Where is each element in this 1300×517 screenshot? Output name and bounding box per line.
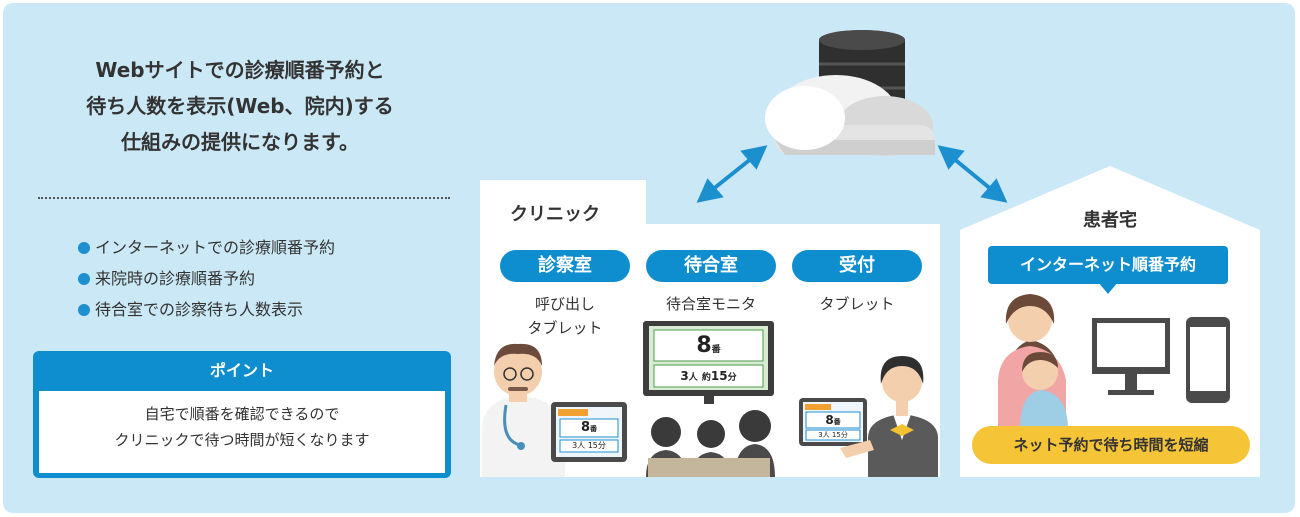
cloud-database-icon [765, 30, 935, 156]
point-box: ポイント 自宅で順番を確認できるので クリニックで待つ時間が短くなります [33, 351, 451, 478]
waiting-room-monitor-icon [643, 321, 774, 404]
waiting-patients-icon [646, 410, 775, 477]
bullet-dot-icon [78, 304, 90, 316]
monitor-number: 8番 [696, 333, 721, 358]
speech-bubble-tail [1098, 282, 1118, 294]
room-label-waiting: 待合室 [646, 250, 776, 282]
doctor-icon [482, 343, 565, 477]
reception-device: タブレット [819, 295, 895, 313]
point-title: ポイント [209, 361, 274, 380]
sync-arrow-right-icon [937, 145, 1008, 203]
waiting-device: 待合室モニタ [665, 295, 756, 313]
home-title: 患者宅 [1083, 210, 1137, 231]
point-body: 自宅で順番を確認できるので クリニックで待つ時間が短くなります [39, 391, 445, 473]
consultation-device: 呼び出し タブレット [527, 295, 603, 337]
internet-reservation-label: インターネット順番予約 [988, 246, 1228, 284]
sync-arrow-left-icon [696, 145, 768, 203]
headline-line-2: 待ち人数を表示(Web、院内)する [86, 94, 394, 118]
point-text: 自宅で順番を確認できるので クリニックで待つ時間が短くなります [39, 401, 445, 453]
feature-list: インターネットでの診療順番予約 来院時の診療順番予約 待合室での診察待ち人数表示 [78, 232, 335, 325]
room-label-reception: 受付 [792, 250, 922, 282]
headline: Webサイトでの診療順番予約と 待ち人数を表示(Web、院内)する 仕組みの提供… [20, 52, 460, 160]
reception-tablet-icon [799, 398, 867, 446]
clinic-title: クリニック [510, 204, 600, 225]
feature-item: 待合室での診察待ち人数表示 [78, 294, 335, 325]
feature-item: 来院時の診療順番予約 [78, 263, 335, 294]
monitor-wait-info: 3人 約15分 [680, 369, 737, 383]
bullet-dot-icon [78, 242, 90, 254]
reception-tablet-wait: 3人 15分 [818, 431, 848, 439]
dotted-divider [38, 197, 450, 199]
reception-tablet-number: 8番 [825, 413, 841, 427]
doctor-tablet-wait: 3人 15分 [572, 441, 606, 450]
smartphone-icon [1186, 317, 1230, 403]
headline-line-3: 仕組みの提供になります。 [121, 130, 359, 154]
point-line-1: 自宅で順番を確認できるので [144, 405, 340, 423]
room-label-consultation: 診察室 [500, 250, 630, 282]
headline-line-1: Webサイトでの診療順番予約と [95, 58, 385, 82]
benefit-badge: ネット予約で待ち時間を短縮 [972, 426, 1250, 464]
doctor-tablet-icon [551, 402, 627, 462]
doctor-tablet-number: 8番 [580, 420, 598, 435]
receptionist-icon [840, 356, 938, 477]
point-line-2: クリニックで待つ時間が短くなります [114, 431, 370, 449]
bullet-dot-icon [78, 273, 90, 285]
desktop-pc-icon [1092, 318, 1170, 395]
feature-item: インターネットでの診療順番予約 [78, 232, 335, 263]
mother-baby-icon [998, 294, 1068, 430]
